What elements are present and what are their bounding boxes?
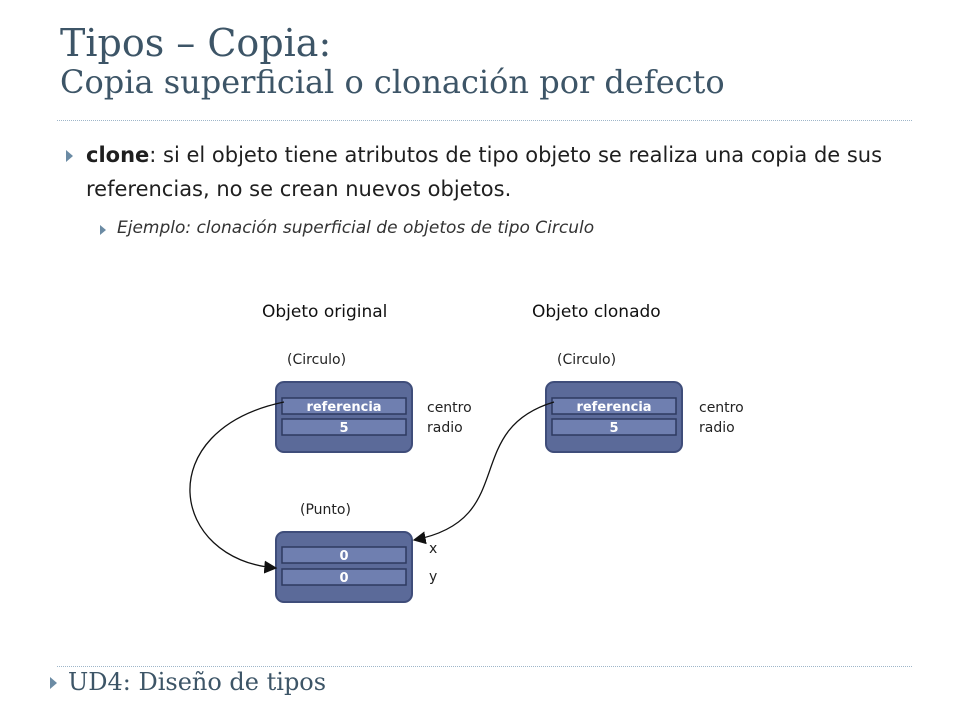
circulo-clonado-field-radio <box>551 418 677 436</box>
main-bullet: clone: si el objeto tiene atributos de t… <box>86 138 916 206</box>
bullet-arrow-icon <box>66 150 73 162</box>
heading-original: Objeto original <box>262 302 388 322</box>
punto-field-y <box>281 568 407 586</box>
circulo-clonado-radio-text: 5 <box>609 421 618 436</box>
footer-divider <box>57 666 912 667</box>
circulo-original-attr-radio: radio <box>427 420 463 436</box>
circulo-original-ref-text: referencia <box>306 400 381 415</box>
punto-x-text: 0 <box>339 549 348 564</box>
arrow-original-to-punto <box>189 401 285 574</box>
sub-bullet: Ejemplo: clonación superficial de objeto… <box>117 218 595 238</box>
sub-bullet-arrow-icon <box>100 225 106 235</box>
main-bullet-text: : si el objeto tiene atributos de tipo o… <box>86 143 883 201</box>
heading-clonado: Objeto clonado <box>532 302 661 322</box>
punto-box <box>275 531 413 603</box>
punto-y-text: 0 <box>339 571 348 586</box>
circulo-clonado-attr-centro: centro <box>699 400 744 416</box>
circulo-original-field-radio <box>281 418 407 436</box>
punto-type: (Punto) <box>300 502 351 518</box>
footer-arrow-icon <box>50 677 57 689</box>
title-line-2: Copia superficial o clonación por defect… <box>60 62 725 101</box>
punto-attr-y: y <box>429 569 438 585</box>
punto-attr-x: x <box>429 541 438 557</box>
arrow-clonado-to-punto <box>412 401 555 545</box>
footer-text: UD4: Diseño de tipos <box>68 668 327 696</box>
circulo-original-type: (Circulo) <box>287 352 347 368</box>
slide-title: Tipos – Copia: Copia superficial o clona… <box>60 22 725 100</box>
circulo-original-box <box>275 381 413 453</box>
circulo-clonado-box <box>545 381 683 453</box>
title-line-1: Tipos – Copia: <box>60 21 332 65</box>
circulo-clonado-attr-radio: radio <box>699 420 735 436</box>
punto-field-x <box>281 546 407 564</box>
main-bullet-keyword: clone <box>86 143 150 167</box>
circulo-clonado-field-ref <box>551 397 677 415</box>
circulo-original-attr-centro: centro <box>427 400 472 416</box>
circulo-original-field-ref <box>281 397 407 415</box>
circulo-clonado-type: (Circulo) <box>557 352 617 368</box>
circulo-clonado-ref-text: referencia <box>576 400 651 415</box>
title-divider <box>57 120 912 121</box>
circulo-original-radio-text: 5 <box>339 421 348 436</box>
